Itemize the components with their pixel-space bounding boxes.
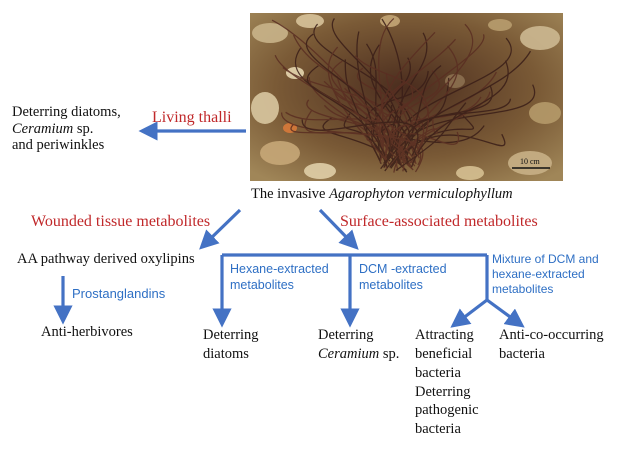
seaweed-strand [404,85,493,165]
mixture-outcome-a: Attracting beneficial bacteria Deterring… [415,326,479,439]
wounded-outcome: Anti-herbivores [41,324,133,340]
mixture-label-line2: hexane-extracted [492,267,585,281]
seaweed-strand [384,125,398,160]
prostaglandins-label: Prostanglandins [72,286,166,301]
dcm-outcome-line2: Ceramium sp. [318,345,399,364]
seaweed-strand [271,19,416,167]
dcm-sp-suffix: sp. [379,345,400,362]
dcm-ceramium-italic: Ceramium [318,345,380,362]
seaweed-strand [331,18,400,164]
seaweed-photo: 10 cm [250,13,563,181]
caption-prefix: The invasive [251,186,330,202]
living-thalli-effect-line1: Deterring diatoms, [12,104,121,120]
seaweed-strand [285,111,420,159]
seaweed-strand [398,131,460,168]
photo-caption: The invasive Agarophyton vermiculophyllu… [251,186,513,203]
wounded-label: Wounded tissue metabolites [31,213,211,230]
arrow-wounded [199,208,242,250]
wounded-pathway: AA pathway derived oxylipins [17,251,195,267]
hexane-label: Hexane-extracted metabolites [230,262,329,293]
mixture-outcome-b-line1: Anti-co-occurring [499,327,604,343]
scale-bar-label: 10 cm [520,157,541,166]
seaweed-strand [378,31,436,165]
dcm-label-line1: DCM -extracted [359,262,447,276]
seaweed-strand [395,102,467,172]
living-thalli-effect: Deterring diatoms, Ceramium sp. and peri… [12,104,121,154]
mixture-outcome-a-line: bacteria [415,364,461,381]
mixture-label-line3: metabolites [492,282,554,296]
mixture-outcome-a-line: beneficial [415,345,473,362]
hexane-outcome-line2: diatoms [203,345,249,362]
seaweed-strand [410,60,509,168]
mixture-outcome-a-line: bacteria [415,421,461,438]
arrow-surface [318,208,359,250]
seaweed-strand [306,65,386,156]
hexane-label-line2: metabolites [230,277,294,292]
mixture-label: Mixture of DCM and hexane-extracted meta… [492,252,599,297]
mixture-label-line1: Mixture of DCM and [492,252,599,266]
hexane-outcome: Deterring diatoms [203,326,259,364]
seaweed-strand [356,31,387,157]
seaweed-strand [322,117,407,171]
dcm-outcome-line1: Deterring [318,327,374,343]
living-thalli-effect-line3: and periwinkles [12,137,105,154]
seaweed-strand [301,119,419,156]
dcm-label-line2: metabolites [359,277,423,292]
surface-label: Surface-associated metabolites [340,213,538,230]
mixture-outcome-b-line2: bacteria [499,345,545,362]
seaweed-strand [308,77,414,171]
living-thalli-effect-line2: Ceramium sp. [12,121,121,138]
seaweed-strand [376,38,457,156]
sp-suffix: sp. [73,120,94,137]
hexane-outcome-line1: Deterring [203,327,259,343]
seaweed-strand [336,75,417,165]
dcm-label: DCM -extracted metabolites [359,262,447,293]
seaweed-strand [305,33,391,168]
mixture-outcome-a-line: Attracting [415,327,474,343]
ceramium-italic: Ceramium [12,120,74,137]
dcm-outcome: Deterring Ceramium sp. [318,326,399,364]
arrow-mixture-b [486,298,525,328]
caption-species: Agarophyton vermiculophyllum [329,186,513,202]
hexane-label-line1: Hexane-extracted [230,262,329,276]
seaweed-strand [327,46,387,161]
mixture-outcome-a-line: pathogenic [415,402,479,419]
seaweed-strand [343,113,388,167]
seaweed-strand [354,55,430,154]
seaweed-strand [384,108,421,160]
mixture-outcome-b: Anti-co-occurring bacteria [499,326,604,364]
mixture-outcome-a-line: Deterring [415,383,471,400]
arrow-mixture-a [450,298,488,328]
living-thalli-label: Living thalli [152,109,232,126]
